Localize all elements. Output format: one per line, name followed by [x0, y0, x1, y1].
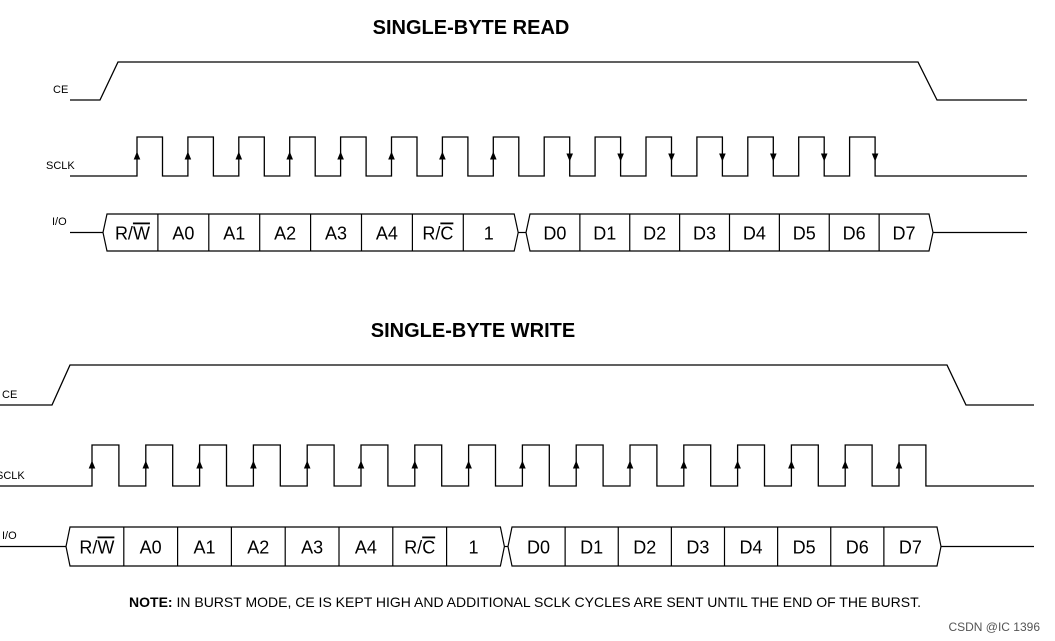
io-cell-label: A3: [325, 224, 347, 244]
read-sclk-edge-arrows: [133, 151, 879, 162]
io-cell-label: A2: [274, 224, 296, 244]
clock-edge-arrow: [841, 460, 849, 469]
io-cell-label: 1: [484, 224, 494, 244]
write-sclk-edge-arrows: [88, 460, 903, 469]
read-io-bus: R/W A0 A1 A2 A3 A4 R/C 1 D0 D1 D2 D3 D4 D5 D6 D7: [70, 213, 1027, 252]
io-cell-label: R/W: [115, 224, 150, 244]
io-cell-label: A4: [355, 538, 377, 558]
clock-edge-arrow: [668, 153, 675, 162]
io-cell-label: A1: [223, 224, 245, 244]
clock-edge-arrow: [184, 151, 192, 160]
clock-edge-arrow: [235, 151, 243, 160]
clock-edge-arrow: [88, 460, 96, 469]
io-cell-label: 1: [468, 538, 478, 558]
write-sclk-label: SCLK: [0, 470, 25, 482]
io-cell-label: D6: [846, 538, 869, 558]
io-cell-label: D1: [580, 538, 603, 558]
write-ce-waveform: [0, 364, 1034, 406]
clock-edge-arrow: [303, 460, 311, 469]
io-cell-label: D5: [793, 224, 816, 244]
clock-edge-arrow: [196, 460, 203, 469]
io-cell-label: D6: [843, 224, 866, 244]
clock-edge-arrow: [411, 460, 419, 469]
io-cell-label: D2: [643, 224, 666, 244]
read-io-label: I/O: [52, 216, 67, 228]
write-sclk-waveform: [0, 444, 1034, 487]
note-prefix: NOTE:: [129, 594, 173, 610]
io-cell-label: D7: [899, 538, 922, 558]
io-cell-label: D1: [593, 224, 616, 244]
read-ce-label: CE: [53, 84, 68, 96]
clock-edge-arrow: [337, 151, 344, 160]
clock-edge-arrow: [871, 153, 879, 162]
write-io-label: I/O: [2, 530, 17, 542]
io-cell-label: A4: [376, 224, 398, 244]
clock-edge-arrow: [572, 460, 580, 469]
clock-edge-arrow: [490, 151, 497, 160]
io-cell-label: A0: [140, 538, 162, 558]
io-cell-label: D3: [693, 224, 716, 244]
io-cell-label: D0: [543, 224, 566, 244]
clock-edge-arrow: [626, 460, 634, 469]
read-title: SINGLE-BYTE READ: [373, 17, 570, 39]
io-cell-label: D0: [527, 538, 550, 558]
note: NOTE: IN BURST MODE, CE IS KEPT HIGH AND…: [129, 594, 921, 610]
clock-edge-arrow: [357, 460, 365, 469]
clock-edge-arrow: [286, 151, 293, 160]
clock-edge-arrow: [895, 460, 903, 469]
data-frame: [525, 213, 934, 252]
clock-edge-arrow: [770, 153, 777, 162]
clock-edge-arrow: [566, 153, 573, 162]
clock-edge-arrow: [388, 151, 395, 160]
read-sclk-label: SCLK: [46, 160, 75, 172]
io-cell-label: D5: [793, 538, 816, 558]
read-sclk-waveform: [70, 136, 1027, 177]
watermark: CSDN @IC 1396: [948, 620, 1040, 634]
clock-edge-arrow: [788, 460, 795, 469]
io-cell-label: A1: [193, 538, 215, 558]
clock-edge-arrow: [617, 153, 624, 162]
data-frame: [507, 526, 942, 567]
io-cell-label: D4: [740, 538, 763, 558]
io-cell-label: R/C: [422, 224, 453, 244]
io-cell-label: R/W: [79, 538, 114, 558]
clock-edge-arrow: [680, 460, 688, 469]
clock-edge-arrow: [820, 153, 828, 162]
clock-edge-arrow: [465, 460, 472, 469]
write-ce-label: CE: [2, 389, 17, 401]
clock-edge-arrow: [142, 460, 150, 469]
read-ce-waveform: [70, 61, 1027, 101]
clock-edge-arrow: [519, 460, 526, 469]
io-cell-label: D7: [893, 224, 916, 244]
read-section: SINGLE-BYTE READ CE SCLK I/O R/W A0 A1 A2 A3…: [46, 17, 1027, 252]
clock-edge-arrow: [734, 460, 741, 469]
io-cell-label: R/C: [404, 538, 435, 558]
note-text: IN BURST MODE, CE IS KEPT HIGH AND ADDIT…: [173, 594, 921, 610]
write-title: SINGLE-BYTE WRITE: [371, 320, 575, 342]
io-cell-label: A0: [172, 224, 194, 244]
io-cell-label: D3: [686, 538, 709, 558]
io-cell-label: A3: [301, 538, 323, 558]
io-cell-label: D2: [633, 538, 656, 558]
clock-edge-arrow: [439, 151, 446, 160]
clock-edge-arrow: [133, 151, 141, 160]
write-io-bus: R/W A0 A1 A2 A3 A4 R/C 1 D0 D1 D2 D3 D4 D5 D6 D7: [0, 526, 1034, 567]
clock-edge-arrow: [250, 460, 257, 469]
io-cell-label: D4: [743, 224, 766, 244]
io-cell-label: A2: [247, 538, 269, 558]
clock-edge-arrow: [719, 153, 726, 162]
write-section: SINGLE-BYTE WRITE CE SCLK I/O R/W A0 A1 A2 A…: [0, 320, 1034, 567]
